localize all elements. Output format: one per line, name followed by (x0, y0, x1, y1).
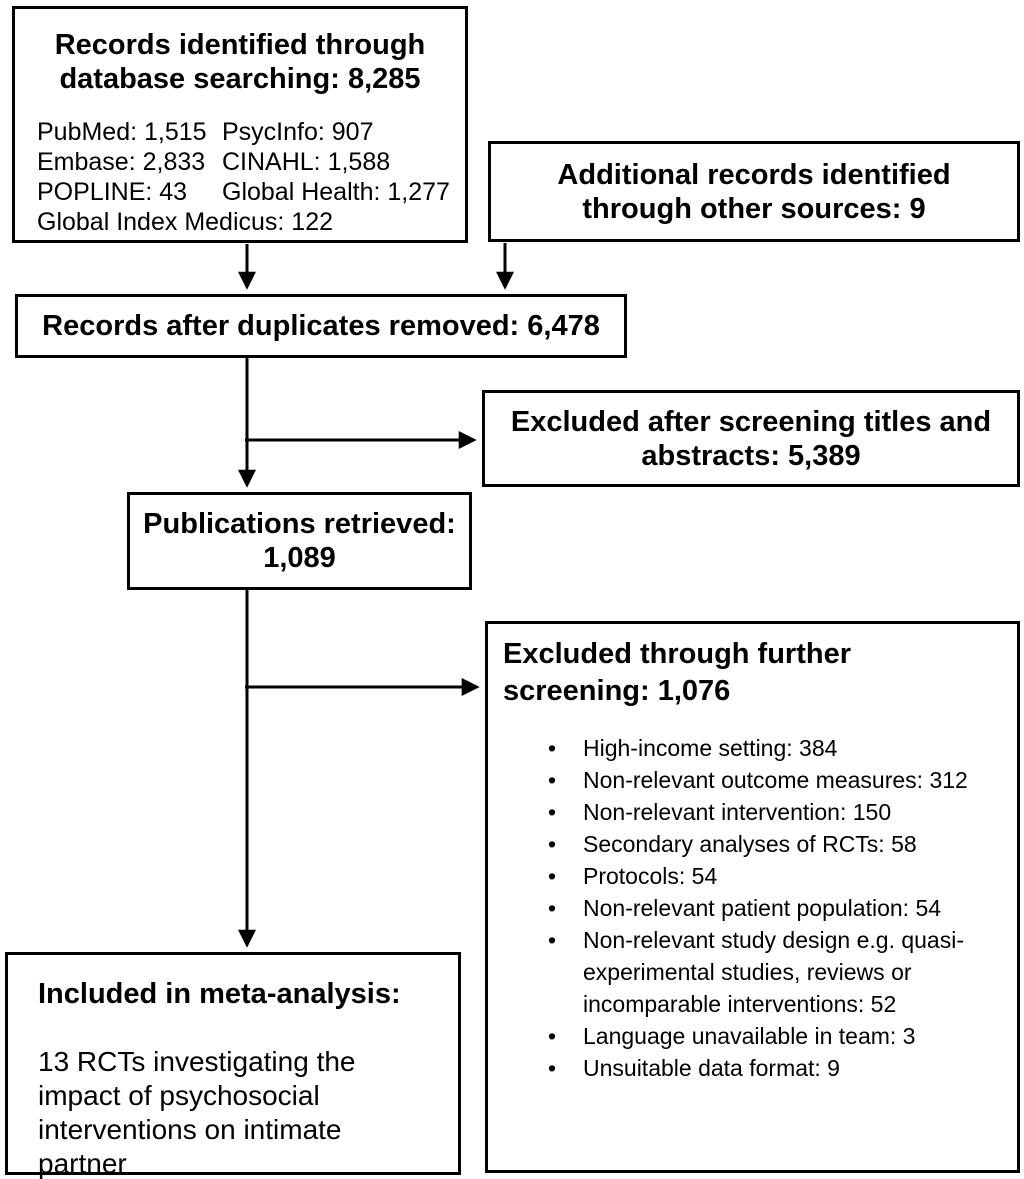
excluded-further-title: Excluded through further screening: 1,07… (503, 638, 851, 707)
box-duplicates-removed: Records after duplicates removed: 6,478 (15, 294, 627, 358)
exclusion-reason: Non-relevant outcome measures: 312 (548, 764, 1005, 796)
records-identified-title: Records identified through database sear… (54, 29, 426, 95)
box-excluded-after-screening: Excluded after screening titles and abst… (482, 390, 1020, 487)
source-row: PubMed: 1,515 PsycInfo: 907 (37, 117, 455, 147)
source-pubmed: PubMed: 1,515 (37, 118, 207, 146)
source-popline: POPLINE: 43 (37, 178, 188, 206)
source-row: Embase: 2,833 CINAHL: 1,588 (37, 147, 455, 177)
box-included-meta-analysis: Included in meta-analysis: 13 RCTs inves… (5, 952, 461, 1179)
exclusion-reason: Secondary analyses of RCTs: 58 (548, 828, 1005, 860)
exclusion-reason: Non-relevant intervention: 150 (548, 796, 1005, 828)
excluded-after-screening-title: Excluded after screening titles and abst… (510, 405, 992, 472)
included-description: 13 RCTs investigating the impact of psyc… (38, 1045, 432, 1179)
additional-records-title: Additional records identified through ot… (557, 158, 951, 225)
box-excluded-further-screening: Excluded through further screening: 1,07… (485, 621, 1020, 1173)
included-title: Included in meta-analysis: (38, 978, 401, 1010)
exclusion-reason: Language unavailable in team: 3 (548, 1020, 1005, 1052)
box-publications-retrieved: Publications retrieved: 1,089 (127, 492, 472, 590)
box-records-identified: Records identified through database sear… (12, 6, 468, 243)
included-description-line: impact of psychosocial (38, 1080, 320, 1111)
source-global-index-medicus: Global Index Medicus: 122 (37, 208, 334, 236)
source-psycinfo: PsycInfo: 907 (222, 118, 374, 146)
box-additional-records: Additional records identified through ot… (488, 141, 1020, 242)
included-description-line: interventions on intimate partner (38, 1114, 342, 1179)
included-description-line: 13 RCTs investigating the (38, 1046, 356, 1077)
source-row: POPLINE: 43 Global Health: 1,277 (37, 177, 455, 207)
exclusion-reason-list: High-income setting: 384 Non-relevant ou… (548, 732, 1005, 1084)
exclusion-reason: Non-relevant study design e.g. quasi-exp… (548, 924, 1005, 1020)
database-source-list: PubMed: 1,515 PsycInfo: 907 Embase: 2,833… (25, 117, 455, 237)
source-global-health: Global Health: 1,277 (222, 178, 450, 206)
publications-retrieved-title: Publications retrieved: 1,089 (143, 508, 456, 574)
exclusion-reason: Protocols: 54 (548, 860, 1005, 892)
duplicates-removed-title: Records after duplicates removed: 6,478 (42, 310, 600, 342)
exclusion-reason: Unsuitable data format: 9 (548, 1052, 1005, 1084)
exclusion-reason: Non-relevant patient population: 54 (548, 892, 1005, 924)
source-cinahl: CINAHL: 1,588 (222, 148, 391, 176)
source-embase: Embase: 2,833 (37, 148, 206, 176)
exclusion-reason: High-income setting: 384 (548, 732, 1005, 764)
